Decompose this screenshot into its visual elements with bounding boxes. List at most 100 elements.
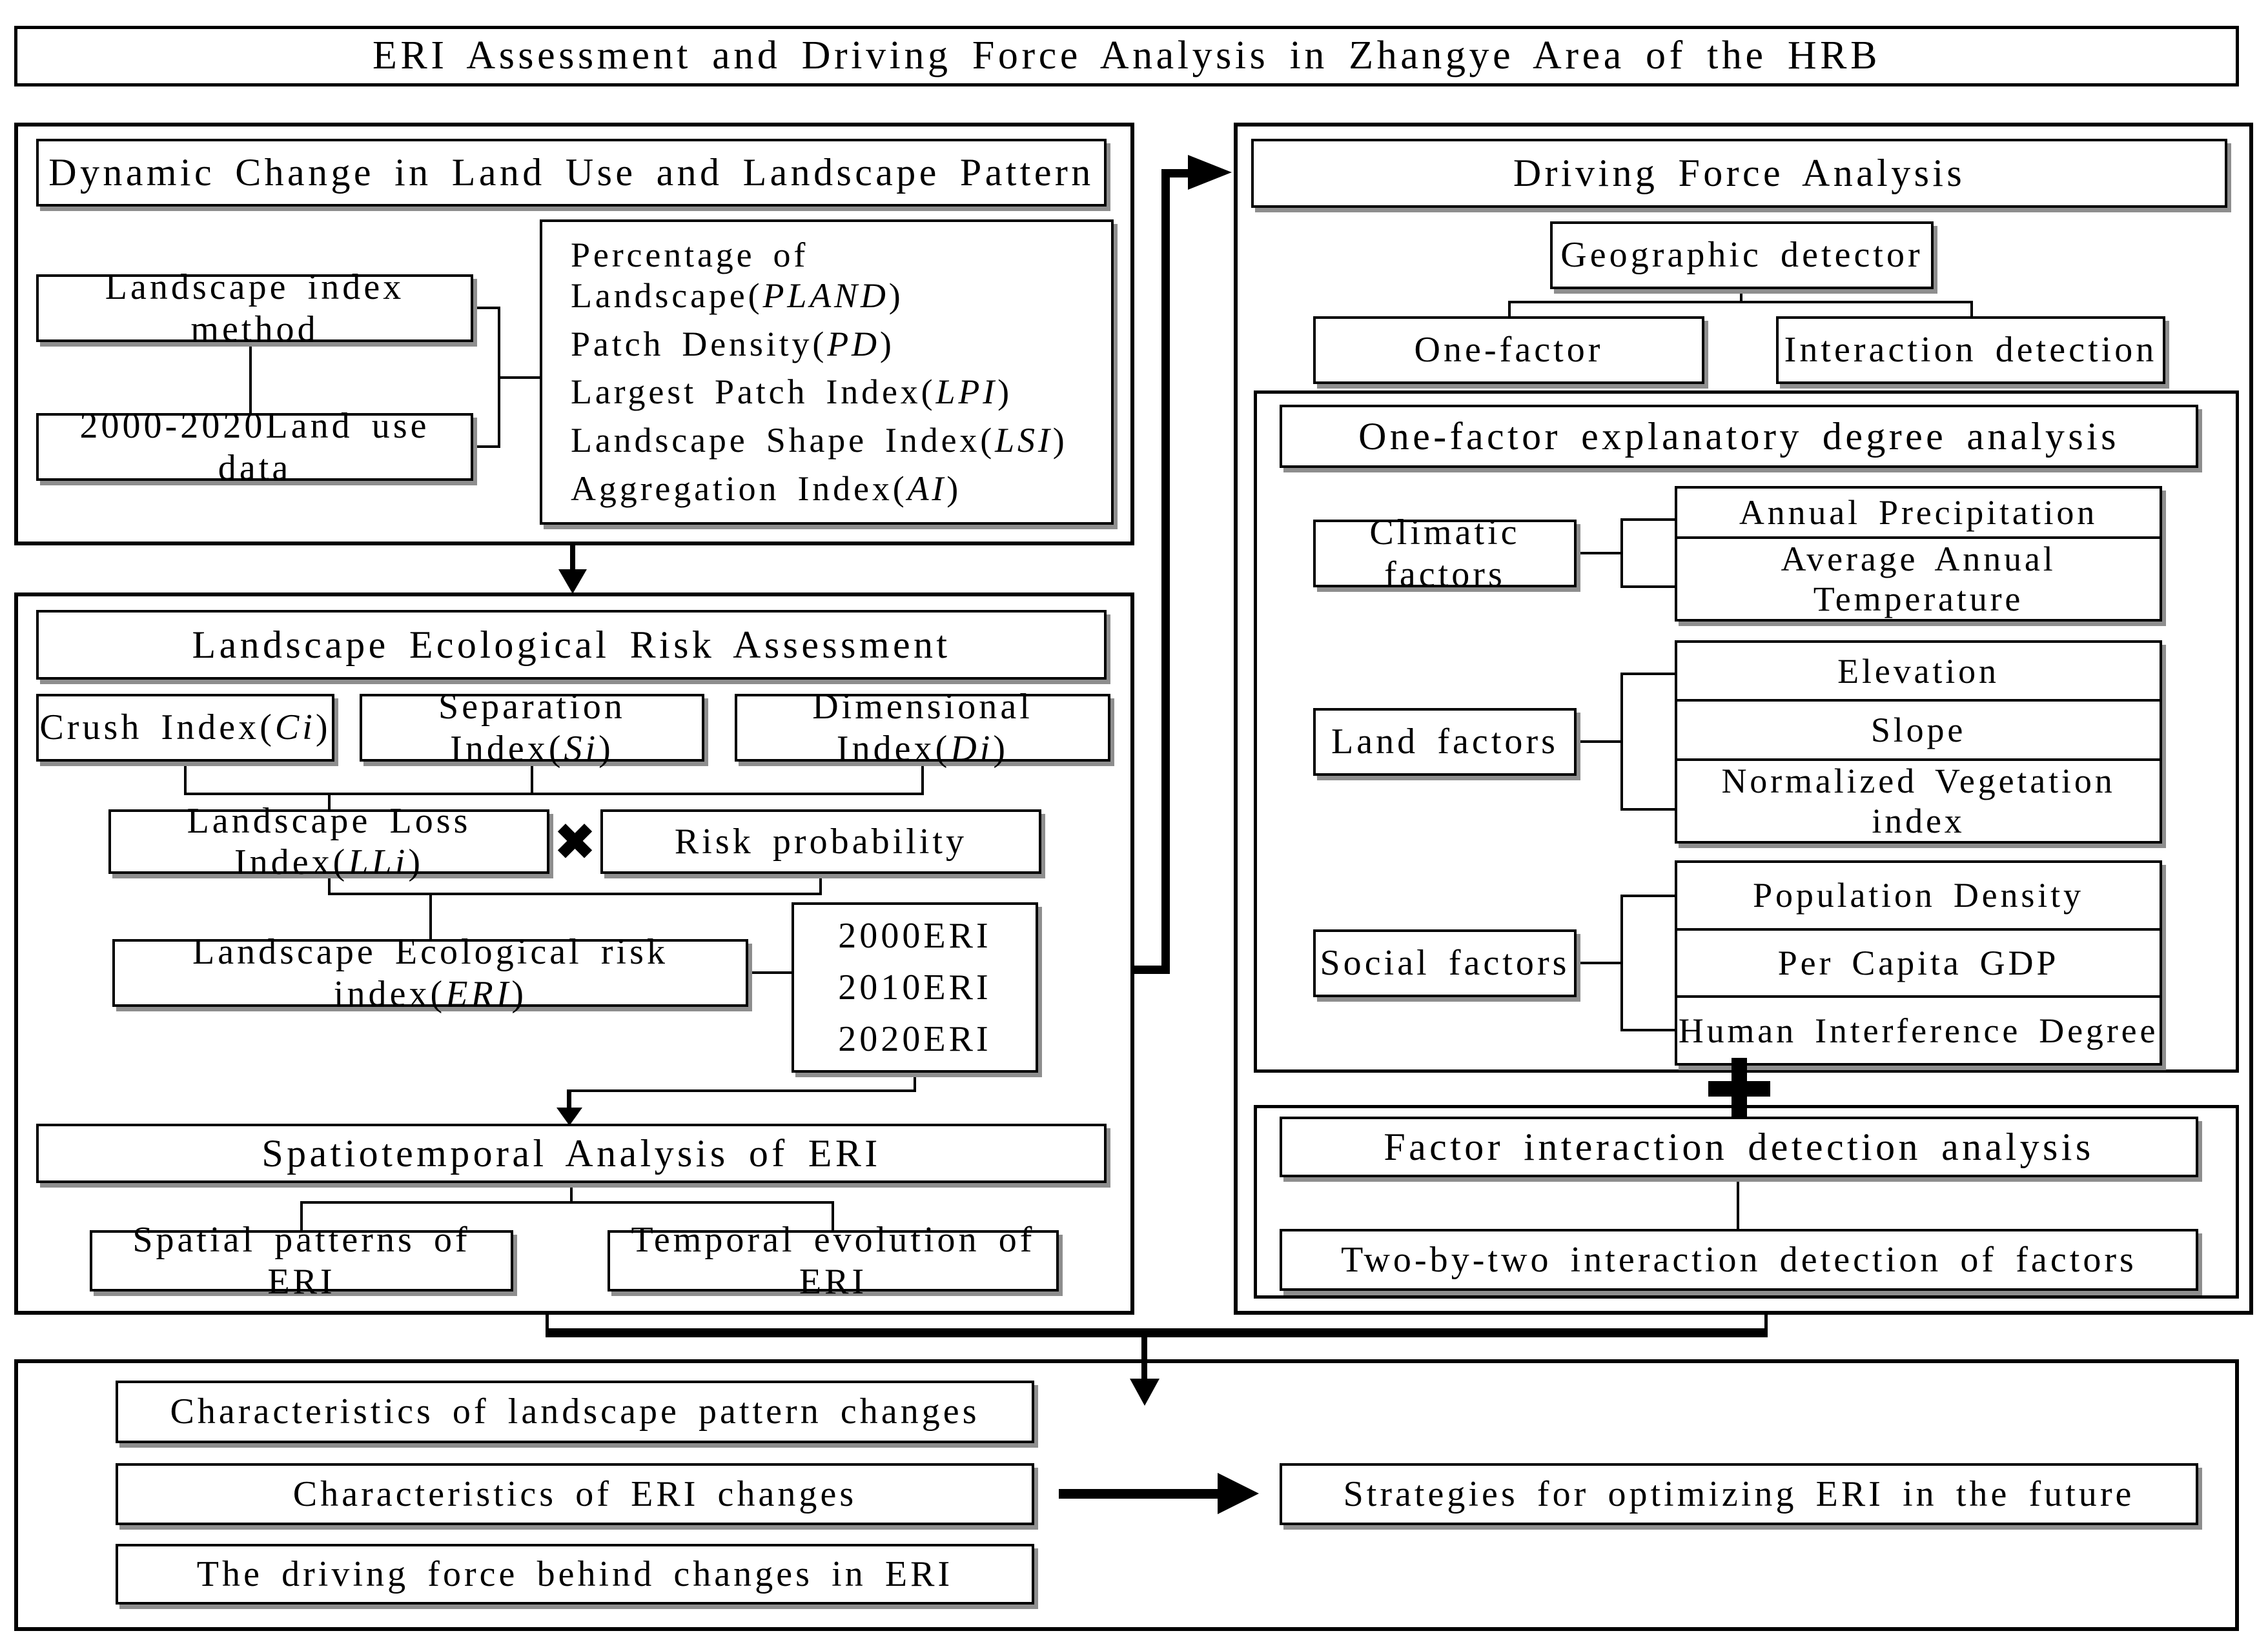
spatiotemporal-analysis-box: Spatiotemporal Analysis of ERI — [36, 1124, 1107, 1183]
interaction-detection-label: Interaction detection — [1784, 330, 2158, 370]
risk-probability-label: Risk probability — [674, 821, 968, 862]
arrow-down-icon — [1130, 1379, 1160, 1406]
two-by-two-box: Two-by-two interaction detection of fact… — [1280, 1229, 2198, 1291]
dimensional-index-box: Dimensional Index(Di) — [735, 687, 1110, 769]
land-factors-items: Elevation Slope Normalized Vegetation in… — [1675, 640, 2162, 844]
finding-landscape-changes-box: Characteristics of landscape pattern cha… — [116, 1381, 1034, 1443]
landuse-data-label: 2000-2020Land use data — [79, 406, 430, 488]
finding-eri-changes-box: Characteristics of ERI changes — [116, 1463, 1034, 1525]
list-item: Percentage of Landscape(PLAND) — [571, 236, 904, 315]
connector-bus-to-temporal — [832, 1201, 834, 1230]
connector-method-stub — [473, 307, 500, 309]
factor-row: Population Density — [1753, 876, 2084, 915]
factor-row: Slope — [1677, 699, 2160, 758]
connector-bus-to-interaction — [1970, 301, 1973, 318]
eri-years-box: 2000ERI 2010ERI 2020ERI — [792, 902, 1038, 1073]
arrow-right-icon — [1188, 155, 1232, 190]
factor-row: Normalized Vegetation index — [1677, 758, 2160, 841]
eri-index-box: Landscape Ecological risk index(ERI) — [112, 932, 748, 1014]
connector-land-stub-2 — [1620, 808, 1676, 811]
climatic-factors-box: Climatic factors — [1313, 512, 1577, 594]
connector-social-stub-2 — [1620, 1029, 1676, 1031]
connector-years-elbow — [567, 1089, 916, 1092]
factor-row: Human Interference Degree — [1677, 995, 2160, 1063]
one-factor-label: One-factor — [1414, 330, 1604, 370]
risk-probability-box: Risk probability — [600, 809, 1041, 874]
connector-eri-top-thick — [1170, 169, 1193, 177]
separation-index-box: Separation Index(Si) — [360, 687, 704, 769]
climatic-factors-items: Annual Precipitation Average Annual Temp… — [1675, 486, 2162, 622]
connector-left-panel-drop — [546, 1315, 549, 1331]
factor-row: Annual Precipitation — [1739, 492, 2098, 532]
connector-risk-stub — [819, 872, 822, 895]
connector-eri-exit-thick — [1134, 966, 1170, 974]
arrow-shaft-years-to-spatio — [567, 1089, 571, 1110]
driving-force-header: Driving Force Analysis — [1251, 139, 2227, 208]
dimensional-index-label: Dimensional Index(Di) — [812, 687, 1033, 769]
social-factors-box: Social factors — [1313, 929, 1577, 997]
page-title-box: ERI Assessment and Driving Force Analysi… — [14, 26, 2239, 86]
connector-climatic-stub-2 — [1620, 585, 1676, 588]
connector-climatic-bracket — [1620, 518, 1623, 588]
connector-merge-bus-thick — [546, 1328, 1768, 1337]
landscape-loss-index-label: Landscape Loss Index(LLi) — [187, 800, 471, 882]
connector-climatic-arm — [1577, 552, 1623, 554]
connector-geodetector-stub — [1740, 289, 1742, 303]
geographic-detector-label: Geographic detector — [1560, 235, 1923, 276]
eri-year-2000: 2000ERI — [838, 915, 992, 956]
one-factor-box: One-factor — [1313, 316, 1704, 384]
connector-spatio-bus — [300, 1201, 834, 1204]
arrow-shaft-findings-to-strategy — [1059, 1489, 1221, 1499]
multiply-icon: ✖ — [553, 811, 597, 872]
connector-factor-to-twobytwo — [1737, 1177, 1739, 1229]
connector-social-bracket — [1620, 895, 1623, 1031]
finding-landscape-changes-label: Characteristics of landscape pattern cha… — [170, 1392, 980, 1432]
spatial-patterns-box: Spatial patterns of ERI — [90, 1220, 513, 1302]
connector-bracket-to-indices — [498, 376, 540, 379]
spatial-patterns-label: Spatial patterns of ERI — [132, 1220, 471, 1302]
landuse-data-box: 2000-2020Land use data — [36, 406, 473, 488]
connector-index-bus — [184, 793, 924, 795]
factor-row: Per Capita GDP — [1677, 927, 2160, 996]
landscape-loss-index-box: Landscape Loss Index(LLi) — [108, 801, 549, 882]
connector-climatic-stub-1 — [1620, 518, 1676, 521]
connector-detector-bus — [1508, 301, 1973, 303]
connector-method-to-data — [249, 342, 252, 414]
temporal-evolution-label: Temporal evolution of ERI — [631, 1220, 1036, 1302]
arrow-down-icon — [557, 1108, 582, 1126]
list-item: Largest Patch Index(LPI) — [571, 372, 1012, 412]
list-item: Patch Density(PD) — [571, 324, 895, 363]
connector-land-stub-1 — [1620, 673, 1676, 675]
connector-loss-stub — [328, 872, 331, 895]
landuse-dynamics-header: Dynamic Change in Land Use and Landscape… — [36, 139, 1107, 207]
arrow-shaft-landuse-to-risk — [570, 545, 575, 572]
eri-year-2010: 2010ERI — [838, 967, 992, 1008]
arrow-down-icon — [558, 569, 587, 594]
arrow-shaft-merge-to-bottom — [1141, 1337, 1147, 1380]
risk-assessment-title: Landscape Ecological Risk Assessment — [192, 623, 951, 666]
connector-bus-to-spatial — [300, 1201, 303, 1230]
landscape-index-method-box: Landscape index method — [36, 267, 473, 349]
connector-separation-stub — [531, 762, 533, 795]
social-factors-items: Population Density Per Capita GDP Human … — [1675, 860, 2162, 1066]
finding-driving-force-label: The driving force behind changes in ERI — [196, 1554, 954, 1594]
two-by-two-label: Two-by-two interaction detection of fact… — [1341, 1239, 2137, 1280]
finding-driving-force-box: The driving force behind changes in ERI — [116, 1544, 1034, 1605]
connector-crush-stub — [184, 762, 187, 795]
connector-loss-risk-bus — [328, 893, 822, 895]
geographic-detector-box: Geographic detector — [1550, 221, 1934, 289]
driving-force-title: Driving Force Analysis — [1513, 152, 1966, 194]
finding-eri-changes-label: Characteristics of ERI changes — [292, 1474, 857, 1514]
list-item: Aggregation Index(AI) — [571, 469, 962, 509]
strategies-label: Strategies for optimizing ERI in the fut… — [1343, 1474, 2135, 1514]
land-factors-box: Land factors — [1313, 708, 1577, 776]
connector-data-stub — [473, 445, 500, 448]
connector-social-stub-1 — [1620, 895, 1676, 897]
connector-bus-to-eri — [429, 893, 432, 940]
crush-index-label: Crush Index(Ci) — [39, 707, 331, 748]
one-factor-panel-title: One-factor explanatory degree analysis — [1358, 414, 2120, 458]
social-factors-label: Social factors — [1320, 943, 1570, 984]
temporal-evolution-box: Temporal evolution of ERI — [608, 1220, 1059, 1302]
eri-year-2020: 2020ERI — [838, 1018, 992, 1059]
